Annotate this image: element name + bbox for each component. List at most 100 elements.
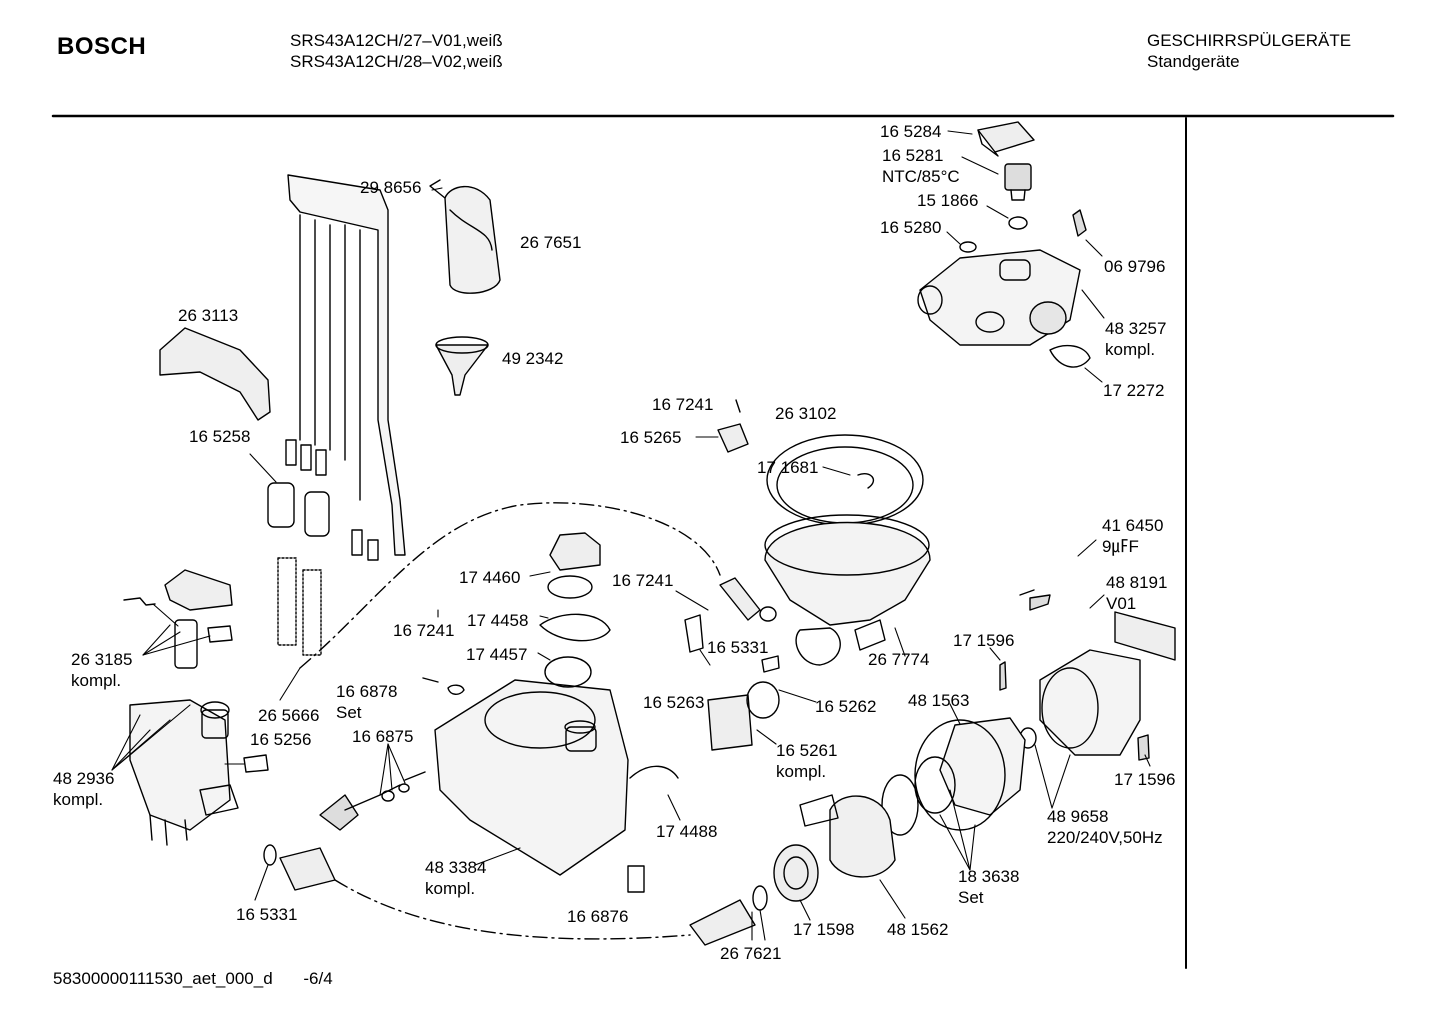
part-note: kompl. <box>776 762 827 781</box>
part-label-p165261: 16 5261 kompl. <box>776 740 837 782</box>
page-footer: 58300000111530_aet_000_d -6/4 <box>53 969 333 989</box>
cover-part <box>159 327 271 421</box>
part-note: Set <box>958 888 984 907</box>
part-label-p492342: 49 2342 <box>502 348 563 369</box>
part-number: 49 2342 <box>502 349 564 368</box>
part-label-p172272: 17 2272 <box>1103 380 1164 401</box>
part-label-p263102: 26 3102 <box>775 403 836 424</box>
connecting-hose <box>719 577 761 621</box>
part-number: 16 5258 <box>189 427 251 446</box>
part-number: 26 3102 <box>775 404 837 423</box>
jug-part <box>429 179 501 294</box>
part-label-p165263: 16 5263 <box>643 692 704 713</box>
part-note: 9㎌F <box>1102 537 1139 556</box>
part-number: 16 7241 <box>652 395 714 414</box>
circulation-pump-group <box>999 589 1176 761</box>
part-number: 17 1596 <box>953 631 1015 650</box>
part-note: kompl. <box>71 671 122 690</box>
leader-lines <box>111 130 1151 941</box>
inlet-valve-group <box>123 569 269 846</box>
part-number: 17 1596 <box>1114 770 1176 789</box>
category-line-1: GESCHIRRSPÜLGERÄTE <box>1147 31 1352 50</box>
water-softener-group <box>422 532 679 893</box>
category-line-2: Standgeräte <box>1147 52 1240 71</box>
model-line-2: SRS43A12CH/28–V02,weiß <box>290 52 503 71</box>
part-number: 18 3638 <box>958 867 1020 886</box>
part-label-p263185: 26 3185 kompl. <box>71 649 132 691</box>
part-label-p165258: 16 5258 <box>189 426 250 447</box>
part-number: 16 5284 <box>880 122 942 141</box>
part-label-p174458: 17 4458 <box>467 610 528 631</box>
part-label-p483384: 48 3384 kompl. <box>425 857 486 899</box>
part-label-p171596a: 17 1596 <box>953 630 1014 651</box>
part-number: 26 7621 <box>720 944 782 963</box>
part-label-p166876: 16 6876 <box>567 906 628 927</box>
part-label-p165331b: 16 5331 <box>236 904 297 925</box>
sump-group <box>717 399 931 666</box>
part-label-p165265: 16 5265 <box>620 427 681 448</box>
part-label-p481562: 48 1562 <box>887 919 948 940</box>
part-number: 16 6875 <box>352 727 414 746</box>
part-note: kompl. <box>425 879 476 898</box>
part-label-p167241a: 16 7241 <box>652 394 713 415</box>
part-number: 17 2272 <box>1103 381 1165 400</box>
part-number: 48 3384 <box>425 858 487 877</box>
part-label-p298656: 29 8656 <box>360 177 421 198</box>
seal-ring <box>759 606 777 622</box>
drain-hose-group <box>263 844 768 946</box>
part-number: 26 5666 <box>258 706 320 725</box>
part-number: 17 4488 <box>656 822 718 841</box>
part-number: 16 5261 <box>776 741 838 760</box>
part-number: 16 5265 <box>620 428 682 447</box>
part-label-p267621: 26 7621 <box>720 943 781 964</box>
bracket-part <box>761 655 780 673</box>
part-number: 16 5256 <box>250 730 312 749</box>
part-number: 17 1681 <box>757 458 819 477</box>
part-number: 17 1598 <box>793 920 855 939</box>
part-note: 220/240V,50Hz <box>1047 828 1163 847</box>
model-line-1: SRS43A12CH/27–V01,weiß <box>290 31 503 50</box>
solenoid-valve-group <box>319 771 426 831</box>
part-number: 15 1866 <box>917 191 979 210</box>
part-note: kompl. <box>1105 340 1156 359</box>
part-number: 16 5331 <box>707 638 769 657</box>
part-number: 26 3113 <box>178 306 239 325</box>
part-label-p174488: 17 4488 <box>656 821 717 842</box>
part-label-p174460: 17 4460 <box>459 567 520 588</box>
ntc-sensor-group <box>917 121 1091 368</box>
part-number: 16 6878 <box>336 682 398 701</box>
part-label-p069796: 06 9796 <box>1104 256 1165 277</box>
part-number: 17 4457 <box>466 645 528 664</box>
routing-line-upper <box>299 502 721 669</box>
model-numbers: SRS43A12CH/27–V01,weiß SRS43A12CH/28–V02… <box>290 30 503 72</box>
water-pipe-assembly <box>267 174 406 656</box>
part-number: 16 5263 <box>643 693 705 712</box>
part-label-p165262: 16 5262 <box>815 696 876 717</box>
part-label-p165331a: 16 5331 <box>707 637 768 658</box>
o-ring <box>746 681 780 719</box>
part-number: 16 5281 <box>882 146 944 165</box>
brand-logo: BOSCH <box>57 33 147 60</box>
part-note: V01 <box>1106 594 1137 613</box>
part-number: 16 7241 <box>393 621 455 640</box>
drain-pump-group <box>773 717 1026 902</box>
part-number: 26 7651 <box>520 233 582 252</box>
part-label-p174457: 17 4457 <box>466 644 527 665</box>
part-number: 16 6876 <box>567 907 629 926</box>
part-label-p267774: 26 7774 <box>868 649 929 670</box>
part-label-p263113: 26 3113 <box>178 305 238 326</box>
part-number: 26 3185 <box>71 650 133 669</box>
product-category: GESCHIRRSPÜLGERÄTE Standgeräte <box>1147 30 1351 72</box>
part-number: 16 7241 <box>612 571 674 590</box>
part-label-p166875: 16 6875 <box>352 726 413 747</box>
part-number: 26 7774 <box>868 650 930 669</box>
funnel-part <box>435 336 489 396</box>
part-note: NTC/85°C <box>882 167 960 186</box>
